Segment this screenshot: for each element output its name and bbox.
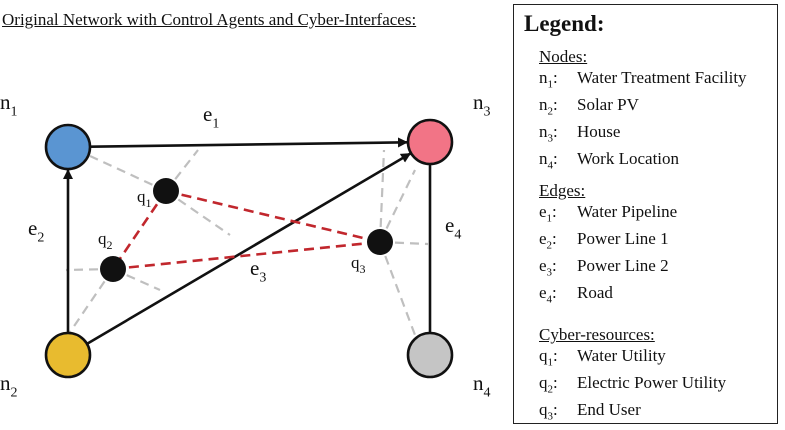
- legend-symbol: q3:: [539, 400, 558, 423]
- label-e2: e2: [28, 216, 44, 245]
- diagram-title: Original Network with Control Agents and…: [2, 10, 417, 29]
- legend-nodes-heading: Nodes:: [539, 47, 588, 66]
- diagram-labels: n1 n2 n3 n4 e1 e2 e3 e4 q1 q2 q3: [0, 90, 491, 400]
- legend-symbol: e4:: [539, 283, 557, 306]
- label-n4: n4: [473, 371, 491, 400]
- node-n3: [406, 118, 454, 166]
- label-e3: e3: [250, 256, 266, 285]
- legend-edge-e1: e1: Water Pipeline: [539, 202, 677, 224]
- legend-cyber-q3: q3: End User: [539, 400, 641, 422]
- cyber-node-q1: [153, 178, 179, 204]
- legend-box: Legend: Nodes: n1: Water Treatment Facili…: [513, 4, 778, 424]
- physical-edges: [63, 137, 432, 345]
- physical-nodes: [44, 118, 454, 379]
- interface-link: [67, 268, 114, 336]
- interface-link: [378, 241, 417, 336]
- legend-label: Water Pipeline: [577, 202, 678, 221]
- cyber-nodes: [100, 178, 393, 282]
- cyber-link-q2-q3: [112, 240, 381, 271]
- legend-label: End User: [577, 400, 641, 419]
- legend-symbol: q2:: [539, 373, 558, 396]
- legend-symbol: e3:: [539, 256, 557, 279]
- label-n2: n2: [0, 371, 18, 400]
- legend-edge-e3: e3: Power Line 2: [539, 256, 669, 278]
- cyber-node-q2: [100, 256, 126, 282]
- legend-label: Road: [577, 283, 613, 302]
- network-diagram: n1 n2 n3 n4 e1 e2 e3 e4 q1 q2 q3: [0, 90, 491, 400]
- node-n2: [44, 331, 92, 379]
- legend-cyber-heading: Cyber-resources:: [539, 325, 655, 344]
- legend-node-n3: n3: House: [539, 122, 620, 144]
- legend-cyber-q1: q1: Water Utility: [539, 346, 666, 368]
- label-q1: q1: [137, 187, 152, 210]
- label-e4: e4: [445, 213, 461, 242]
- legend-label: Solar PV: [577, 95, 639, 114]
- cyber-link-q1-q3: [165, 189, 381, 244]
- node-n1: [44, 123, 92, 171]
- node-n4: [406, 331, 454, 379]
- legend-edge-e2: e2: Power Line 1: [539, 229, 669, 251]
- interface-link: [379, 169, 416, 243]
- cyber-links: [111, 189, 381, 271]
- interface-link: [165, 190, 231, 236]
- label-e1: e1: [203, 102, 219, 131]
- label-n3: n3: [473, 90, 491, 119]
- legend-symbol: n1:: [539, 68, 558, 91]
- legend-title: Legend:: [524, 11, 605, 36]
- legend-label: House: [577, 122, 621, 141]
- legend-node-n4: n4: Work Location: [539, 149, 679, 171]
- edge-e3: [86, 152, 412, 345]
- legend-symbol: n3:: [539, 122, 558, 145]
- legend-symbol: e2:: [539, 229, 557, 252]
- edge-e1: [89, 137, 409, 148]
- legend-label: Power Line 2: [577, 256, 669, 275]
- legend-node-n1: n1: Water Treatment Facility: [539, 68, 747, 90]
- cyber-node-q3: [367, 229, 393, 255]
- interface-link: [378, 149, 386, 243]
- label-q3: q3: [351, 253, 366, 276]
- legend-edge-e4: e4: Road: [539, 283, 613, 305]
- legend-label: Water Treatment Facility: [577, 68, 747, 87]
- legend-symbol: e1:: [539, 202, 557, 225]
- legend-label: Electric Power Utility: [577, 373, 727, 392]
- legend-edges-heading: Edges:: [539, 181, 586, 200]
- legend-node-n2: n2: Solar PV: [539, 95, 639, 117]
- legend-label: Power Line 1: [577, 229, 669, 248]
- label-q2: q2: [98, 229, 113, 252]
- legend-symbol: n2:: [539, 95, 558, 118]
- legend-symbol: q1:: [539, 346, 558, 369]
- legend-label: Work Location: [577, 149, 680, 168]
- legend-cyber-q2: q2: Electric Power Utility: [539, 373, 726, 395]
- legend-label: Water Utility: [577, 346, 666, 365]
- legend-symbol: n4:: [539, 149, 558, 172]
- label-n1: n1: [0, 90, 18, 119]
